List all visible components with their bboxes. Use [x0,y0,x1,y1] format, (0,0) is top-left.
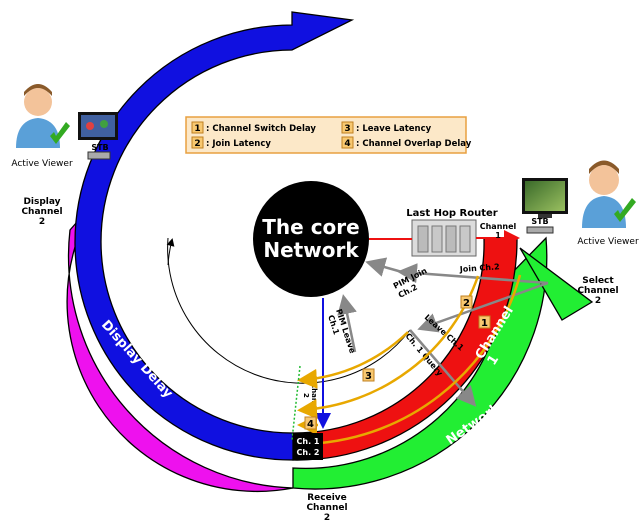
select-channel-l3: 2 [595,296,601,306]
left-stb-icon [87,151,111,160]
right-tv-icon [522,178,568,218]
svg-text:1: 1 [194,124,200,134]
router-label: Last Hop Router [406,208,497,219]
select-channel-l1: Select [582,276,614,286]
core-network-circle [253,181,369,297]
svg-text:2: 2 [463,298,470,309]
receive-channel-l3: 2 [324,513,330,521]
svg-text:: Channel Overlap Delay: : Channel Overlap Delay [356,139,472,149]
marker-2: 2 [460,295,473,309]
receive-channel-l1: Receive [307,493,347,503]
legend-item-4: 4 : Channel Overlap Delay [341,136,472,149]
legend-item-3: 3 : Leave Latency [341,121,432,134]
inner-arc [167,237,411,384]
legend-item-2: 2 : Join Latency [191,136,271,149]
left-viewer-label: Active Viewer [11,159,73,169]
svg-text:: Join Latency: : Join Latency [206,139,271,149]
channel2-small-l2: 2 [302,393,310,398]
overlap-dotted-line [291,365,301,441]
orange-arc-1 [297,274,522,454]
receive-channel-l2: Channel [306,503,347,513]
legend-item-1: 1 : Channel Switch Delay [191,121,316,134]
svg-text:: Leave Latency: : Leave Latency [356,124,432,134]
svg-text:4: 4 [344,139,350,149]
network-delay-band [292,236,548,490]
box-line2: Ch. 2 [297,448,320,457]
router-channel-l1: Channel [480,222,517,231]
svg-text:4: 4 [307,419,314,430]
channel-switch-box [293,433,323,460]
display-channel-l3: 2 [39,217,45,227]
channel2-band-l2: 2 [102,216,118,228]
router-icon [411,219,477,257]
core-line1: The core [262,215,359,239]
channel2-band [74,11,355,461]
select-channel-l2: Channel [577,286,618,296]
orange-arc-3 [297,331,409,389]
join-ch2-arrow [397,263,549,285]
left-stb-label: STB [91,143,108,152]
legend-box [185,116,467,154]
right-stb-icon [526,226,554,234]
left-viewer-avatar [16,84,70,148]
svg-text:3: 3 [365,371,372,382]
core-line2: Network [263,238,359,262]
marker-4: 4 [304,416,317,430]
svg-text:: Channel Switch Delay: : Channel Switch Delay [206,124,316,134]
display-channel-l1: Display [23,197,60,207]
left-tv-icon [78,112,118,140]
network-delay-arrowhead [519,247,594,321]
leave-ch1-arrow [417,281,549,333]
channel2-small-l1: Channel [310,383,318,415]
svg-text:3: 3 [344,124,350,134]
marker-3: 3 [362,368,375,382]
right-viewer-label: Active Viewer [577,237,639,247]
right-viewer-avatar [582,160,636,228]
pim-leave-arrow [337,294,357,353]
inner-arc-head [166,238,175,266]
marker-1: 1 [478,315,491,329]
channel2-band-l1: Channel [112,203,137,264]
right-stb-label: STB [531,217,548,226]
join-ch2-label: Join Ch.2 [459,262,500,274]
box-line1: Ch. 1 [297,437,320,446]
svg-text:2: 2 [194,139,200,149]
pim-join-arrow [365,257,403,277]
router-channel-l2: 1 [495,231,501,240]
svg-text:1: 1 [481,318,488,329]
ch1-query-arrow [409,329,477,407]
display-channel-l2: Channel [21,207,62,217]
